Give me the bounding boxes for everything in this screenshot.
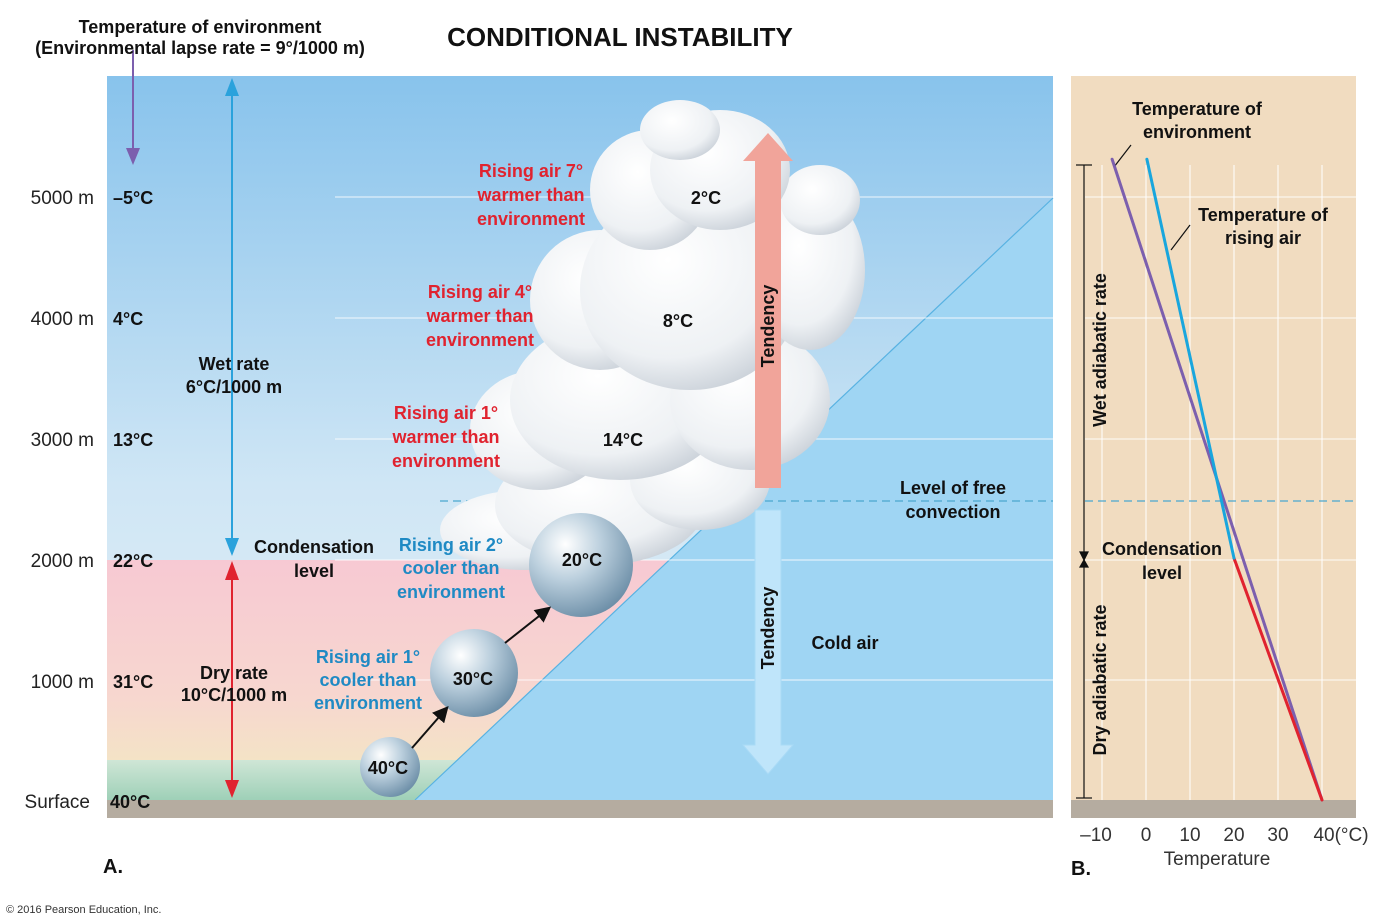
dry-adiabatic-rate-label: Dry adiabatic rate bbox=[1090, 604, 1110, 755]
tendency-down-label: Tendency bbox=[758, 587, 778, 670]
pointer-line bbox=[1113, 144, 1132, 168]
temperature-of-rising-air-label: Temperature of bbox=[1198, 205, 1329, 225]
wet-rate-label: Wet rate bbox=[199, 354, 270, 374]
warmer-note: Rising air 7° bbox=[479, 161, 583, 181]
altitude-label: 3000 m bbox=[31, 430, 94, 451]
rising-air-wet-line bbox=[1145, 157, 1236, 560]
x-tick-label: 30 bbox=[1267, 825, 1288, 846]
temperature-of-rising-air-label: rising air bbox=[1225, 228, 1301, 248]
rate-brackets bbox=[1076, 164, 1092, 799]
warmer-note: warmer than bbox=[391, 427, 499, 447]
x-tick-label: 40(°C) bbox=[1313, 825, 1368, 846]
altitude-label: 5000 m bbox=[31, 188, 94, 209]
wet-rate-arrowhead-down bbox=[225, 538, 239, 556]
temperature-of-environment-label: Temperature of bbox=[1132, 99, 1263, 119]
air-parcel-surface bbox=[360, 737, 420, 797]
warmer-note: Rising air 1° bbox=[394, 403, 498, 423]
cold-air-label: Cold air bbox=[811, 633, 878, 653]
environment-temp: 22°C bbox=[113, 551, 153, 571]
parcel-temp-label: 40°C bbox=[368, 758, 408, 778]
air-parcel-2000m bbox=[529, 513, 633, 617]
parcel-temp-label: 20°C bbox=[562, 550, 602, 570]
environmental-lapse-rate-label: (Environmental lapse rate = 9°/1000 m) bbox=[35, 38, 365, 58]
warmer-note: warmer than bbox=[425, 306, 533, 326]
environment-temp: 31°C bbox=[113, 672, 153, 692]
environment-temp: –5°C bbox=[113, 188, 153, 208]
panel-b-plot bbox=[1110, 157, 1324, 802]
level-of-free-convection-label: convection bbox=[905, 502, 1000, 522]
x-tick-label: 0 bbox=[1141, 825, 1152, 846]
cooler-note: cooler than bbox=[402, 558, 499, 578]
altitude-label: Surface bbox=[25, 792, 90, 813]
warmer-note: environment bbox=[392, 451, 500, 471]
parcel-path-arrow bbox=[411, 705, 449, 749]
environment-lapse-arrowhead bbox=[126, 148, 140, 165]
cooler-note: cooler than bbox=[319, 670, 416, 690]
panel-b-label: B. bbox=[1071, 858, 1091, 880]
x-tick-label: 10 bbox=[1179, 825, 1200, 846]
level-of-free-convection-label: Level of free bbox=[900, 478, 1006, 498]
altitude-label: 2000 m bbox=[31, 551, 94, 572]
altitude-label: 1000 m bbox=[31, 672, 94, 693]
tendency-down-arrow bbox=[741, 509, 795, 775]
panel-a-label: A. bbox=[103, 856, 123, 878]
warmer-note: Rising air 4° bbox=[428, 282, 532, 302]
copyright: © 2016 Pearson Education, Inc. bbox=[6, 904, 161, 916]
warmer-note: environment bbox=[477, 209, 585, 229]
wet-adiabatic-rate-label: Wet adiabatic rate bbox=[1090, 273, 1110, 427]
dry-rate-arrowhead-up bbox=[225, 561, 239, 580]
rising-air-dry-line bbox=[1232, 556, 1324, 802]
panel-b-background bbox=[1071, 76, 1356, 818]
pointer-line bbox=[1170, 224, 1191, 251]
cooler-note: environment bbox=[397, 582, 505, 602]
wet-rate-value: 6°C/1000 m bbox=[186, 377, 282, 397]
environment-temperature-label: Temperature of environment bbox=[79, 17, 322, 37]
ground bbox=[107, 800, 1053, 818]
x-tick-label: –10 bbox=[1080, 825, 1112, 846]
altitude-gridlines-b bbox=[1085, 196, 1356, 681]
cloud-temp-label: 2°C bbox=[691, 188, 721, 208]
parcel-temp-label: 30°C bbox=[453, 669, 493, 689]
dry-rate-value: 10°C/1000 m bbox=[181, 685, 287, 705]
dry-rate-arrowhead-down bbox=[225, 780, 239, 798]
environment-temp: 40°C bbox=[110, 792, 150, 812]
environment-temp: 13°C bbox=[113, 430, 153, 450]
page-title: CONDITIONAL INSTABILITY bbox=[447, 22, 793, 52]
cooler-note: Rising air 1° bbox=[316, 647, 420, 667]
condensation-level-label-b: level bbox=[1142, 563, 1182, 583]
dry-rate-label: Dry rate bbox=[200, 663, 268, 683]
condensation-level-label: level bbox=[294, 561, 334, 581]
warmer-note: environment bbox=[426, 330, 534, 350]
environment-temp: 4°C bbox=[113, 309, 143, 329]
cloud-temp-label: 14°C bbox=[603, 430, 643, 450]
panel-b bbox=[1071, 76, 1356, 818]
panel-a bbox=[107, 50, 1054, 818]
altitude-label: 4000 m bbox=[31, 309, 94, 330]
tendency-up-label: Tendency bbox=[758, 285, 778, 368]
cooler-note: environment bbox=[314, 693, 422, 713]
x-tick-label: 20 bbox=[1223, 825, 1244, 846]
condensation-level-label-b: Condensation bbox=[1102, 539, 1222, 559]
panel-b-ground bbox=[1071, 800, 1356, 818]
wet-rate-arrowhead-up bbox=[225, 78, 239, 96]
condensation-level-label: Condensation bbox=[254, 537, 374, 557]
cooler-note: Rising air 2° bbox=[399, 535, 503, 555]
warmer-note: warmer than bbox=[476, 185, 584, 205]
parcel-path-arrow bbox=[504, 606, 552, 644]
tendency-up-arrow bbox=[743, 133, 793, 488]
temperature-of-environment-label: environment bbox=[1143, 122, 1251, 142]
cumulus-cloud bbox=[440, 100, 865, 570]
cloud-temp-label: 8°C bbox=[663, 311, 693, 331]
x-axis-label: Temperature bbox=[1164, 849, 1271, 870]
temperature-gridlines bbox=[1101, 165, 1323, 800]
x-axis-ticks: –10 0 10 20 30 40(°C) bbox=[1080, 825, 1368, 846]
air-parcel-1000m bbox=[430, 629, 518, 717]
